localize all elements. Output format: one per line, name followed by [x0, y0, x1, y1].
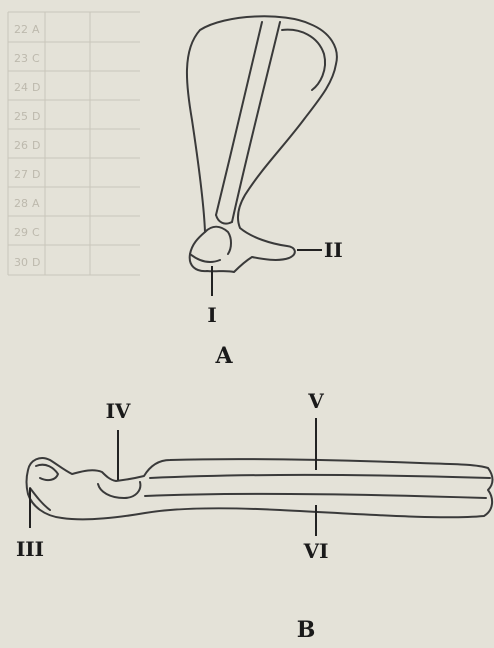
figure-b-proximal-detail — [36, 465, 58, 480]
figure-a-caption: A — [214, 343, 233, 369]
table-cell-num: 25 — [14, 110, 28, 123]
label-I: I — [207, 303, 216, 327]
figure-a-bone — [187, 16, 337, 272]
figure-a-notch — [190, 254, 220, 262]
label-II: II — [324, 238, 343, 262]
figure-a-head-detail — [216, 215, 232, 224]
table-cell-num: 29 — [14, 226, 28, 239]
figure-b-outer-outline — [27, 458, 493, 519]
label-III: III — [16, 537, 44, 561]
table-cell-letter: D — [32, 81, 40, 94]
table-cell-num: 26 — [14, 139, 28, 152]
table-cell-letter: A — [32, 23, 40, 36]
label-IV: IV — [106, 399, 131, 423]
table-cell-letter: D — [32, 168, 40, 181]
figure-a-acromion — [282, 30, 325, 90]
background-answer-table: 22 A 23 C 24 D 25 D 26 D 27 D 28 A 29 C … — [8, 12, 140, 275]
table-cell-letter: D — [32, 110, 40, 123]
table-cell-num: 24 — [14, 81, 28, 94]
table-cell-num: 23 — [14, 52, 28, 65]
figure-a-outer-outline — [187, 16, 337, 272]
table-cell-num: 28 — [14, 197, 28, 210]
figure-a-head-detail — [205, 227, 231, 254]
table-cell-num: 22 — [14, 23, 28, 36]
table-cell-letter: A — [32, 197, 40, 210]
figure-b-notch — [98, 482, 140, 498]
table-cell-letter: D — [32, 139, 40, 152]
label-V: V — [307, 389, 324, 413]
figure-b-bone — [27, 458, 493, 519]
table-cell-num: 30 — [14, 256, 28, 269]
figure-a-spine-line — [216, 22, 262, 215]
table-cell-num: 27 — [14, 168, 28, 181]
table-cell-letter: C — [32, 226, 40, 239]
table-cell-letter: D — [32, 256, 40, 269]
label-VI: VI — [303, 539, 329, 563]
figure-b-shaft-line — [145, 494, 486, 498]
figure-b-caption: B — [297, 617, 316, 643]
table-cell-letter: C — [32, 52, 40, 65]
figure-b-proximal-detail — [30, 488, 50, 510]
figure-b-shaft-line — [150, 475, 490, 478]
